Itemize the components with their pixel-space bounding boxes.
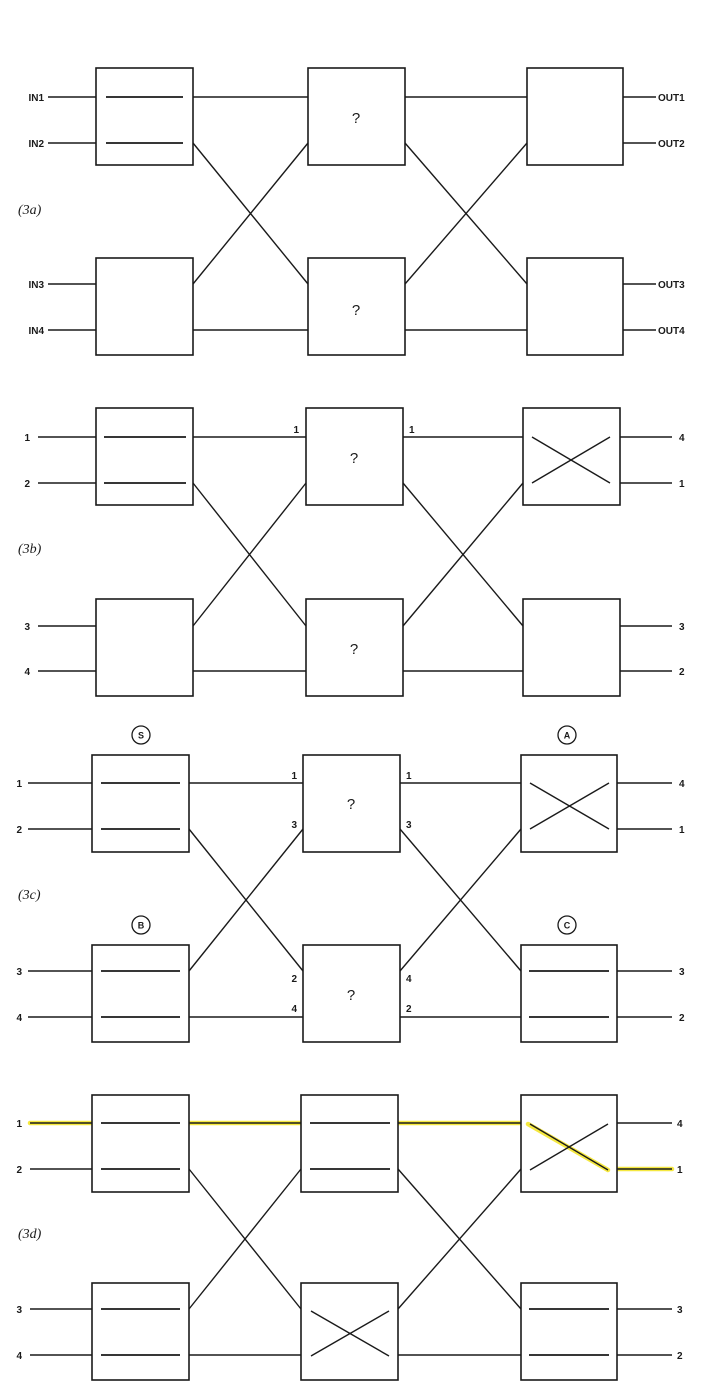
- input-label: 2: [16, 1165, 22, 1176]
- input-label: 2: [16, 825, 22, 836]
- output-label: 4: [677, 1119, 683, 1130]
- unknown-mark-3b-bottom: ?: [350, 641, 358, 658]
- output-label: 1: [677, 1165, 683, 1176]
- switch-box-3d-s3-top: [520, 1094, 618, 1193]
- port-label: 1: [406, 771, 412, 782]
- output-label: 4: [679, 433, 685, 444]
- node-circle-c: [557, 915, 577, 935]
- switch-box-3d-s3-bottom: [520, 1282, 618, 1381]
- panel-caption: (3a): [18, 203, 42, 218]
- switch-box-3b-s1-top: [95, 407, 194, 506]
- panel-caption: (3c): [18, 888, 41, 903]
- switch-box-3d-s2-bottom: [300, 1282, 399, 1381]
- switch-box-3d-s1-top: [91, 1094, 190, 1193]
- switch-box-3a-s1-top: [95, 67, 194, 166]
- port-label: 1: [293, 425, 299, 436]
- switch-box-3c-s3-bottom: [520, 944, 618, 1043]
- input-label: 3: [16, 1305, 22, 1316]
- port-label: 4: [291, 1004, 297, 1015]
- unknown-mark-3b-top: ?: [350, 450, 358, 467]
- unknown-mark-3c-bottom: ?: [347, 987, 355, 1004]
- port-label: 2: [406, 1004, 412, 1015]
- node-circle-s: [131, 725, 151, 745]
- output-label: 4: [679, 779, 685, 790]
- switch-box-3a-s2-bottom: [307, 257, 406, 356]
- unknown-mark-3a-bottom: ?: [352, 302, 360, 319]
- switch-box-3a-s2-top: [307, 67, 406, 166]
- switch-box-3a-s3-bottom: [526, 257, 624, 356]
- output-label: 2: [679, 667, 685, 678]
- input-label: 4: [16, 1351, 22, 1362]
- switch-box-3c-s2-top: [302, 754, 401, 853]
- panel-3a: ? ? IN1 IN2 IN3 IN4 OUT1 OUT2 OUT3 OUT4 …: [18, 67, 685, 356]
- input-label: 4: [24, 667, 30, 678]
- unknown-mark-3c-top: ?: [347, 796, 355, 813]
- switch-box-3d-s2-top: [300, 1094, 399, 1193]
- input-label: 4: [16, 1013, 22, 1024]
- node-letter: B: [138, 921, 145, 931]
- panel-caption: (3d): [18, 1227, 42, 1242]
- output-label: 1: [679, 479, 685, 490]
- panel-caption: (3b): [18, 542, 42, 557]
- switch-box-3c-s1-top: [91, 754, 190, 853]
- node-letter: A: [564, 731, 571, 741]
- input-label: 1: [24, 433, 30, 444]
- switch-box-3d-s1-bottom: [91, 1282, 190, 1381]
- switch-box-3c-s3-top: [520, 754, 618, 853]
- node-letter: S: [138, 731, 144, 741]
- switch-box-3b-s1-bottom: [95, 598, 194, 697]
- input-label: IN4: [28, 326, 44, 337]
- switch-box-3b-s2-bottom: [305, 598, 404, 697]
- input-label: IN1: [28, 93, 44, 104]
- switch-box-3b-s3-top: [522, 407, 621, 506]
- switch-box-3b-s2-top: [305, 407, 404, 506]
- port-label: 3: [291, 820, 297, 831]
- output-label: 3: [679, 622, 685, 633]
- node-letter: C: [564, 921, 571, 931]
- switch-box-3a-s1-bottom: [95, 257, 194, 356]
- input-label: IN2: [28, 139, 44, 150]
- input-label: 3: [24, 622, 30, 633]
- input-label: IN3: [28, 280, 44, 291]
- port-label: 1: [409, 425, 415, 436]
- switch-box-3b-s3-bottom: [522, 598, 621, 697]
- panel-3d: 1 2 3 4 4 1 3 2 (3d): [16, 1094, 683, 1381]
- input-label: 1: [16, 779, 22, 790]
- node-circle-a: [557, 725, 577, 745]
- port-label: 4: [406, 974, 412, 985]
- switch-box-3a-s3-top: [526, 67, 624, 166]
- output-label: 2: [679, 1013, 685, 1024]
- output-label: 3: [677, 1305, 683, 1316]
- port-label: 2: [291, 974, 297, 985]
- input-label: 2: [24, 479, 30, 490]
- output-label: 3: [679, 967, 685, 978]
- unknown-mark-3a-top: ?: [352, 110, 360, 127]
- input-label: 3: [16, 967, 22, 978]
- input-label: 1: [16, 1119, 22, 1130]
- output-label: 2: [677, 1351, 683, 1362]
- switch-box-3c-s2-bottom: [302, 944, 401, 1043]
- output-label: OUT4: [658, 326, 685, 337]
- output-label: OUT3: [658, 280, 685, 291]
- panel-3b: ? ? 1 1 1 2 3 4 4 1 3 2 (3b): [18, 407, 685, 697]
- output-label: OUT1: [658, 93, 685, 104]
- panel-3c: ? ? 1 3 1 3 2 4 4 2 S A B C 1 2 3 4 4 1 …: [16, 725, 685, 1043]
- output-label: OUT2: [658, 139, 685, 150]
- switch-box-3c-s1-bottom: [91, 944, 190, 1043]
- node-circle-b: [131, 915, 151, 935]
- port-label: 1: [291, 771, 297, 782]
- port-label: 3: [406, 820, 412, 831]
- output-label: 1: [679, 825, 685, 836]
